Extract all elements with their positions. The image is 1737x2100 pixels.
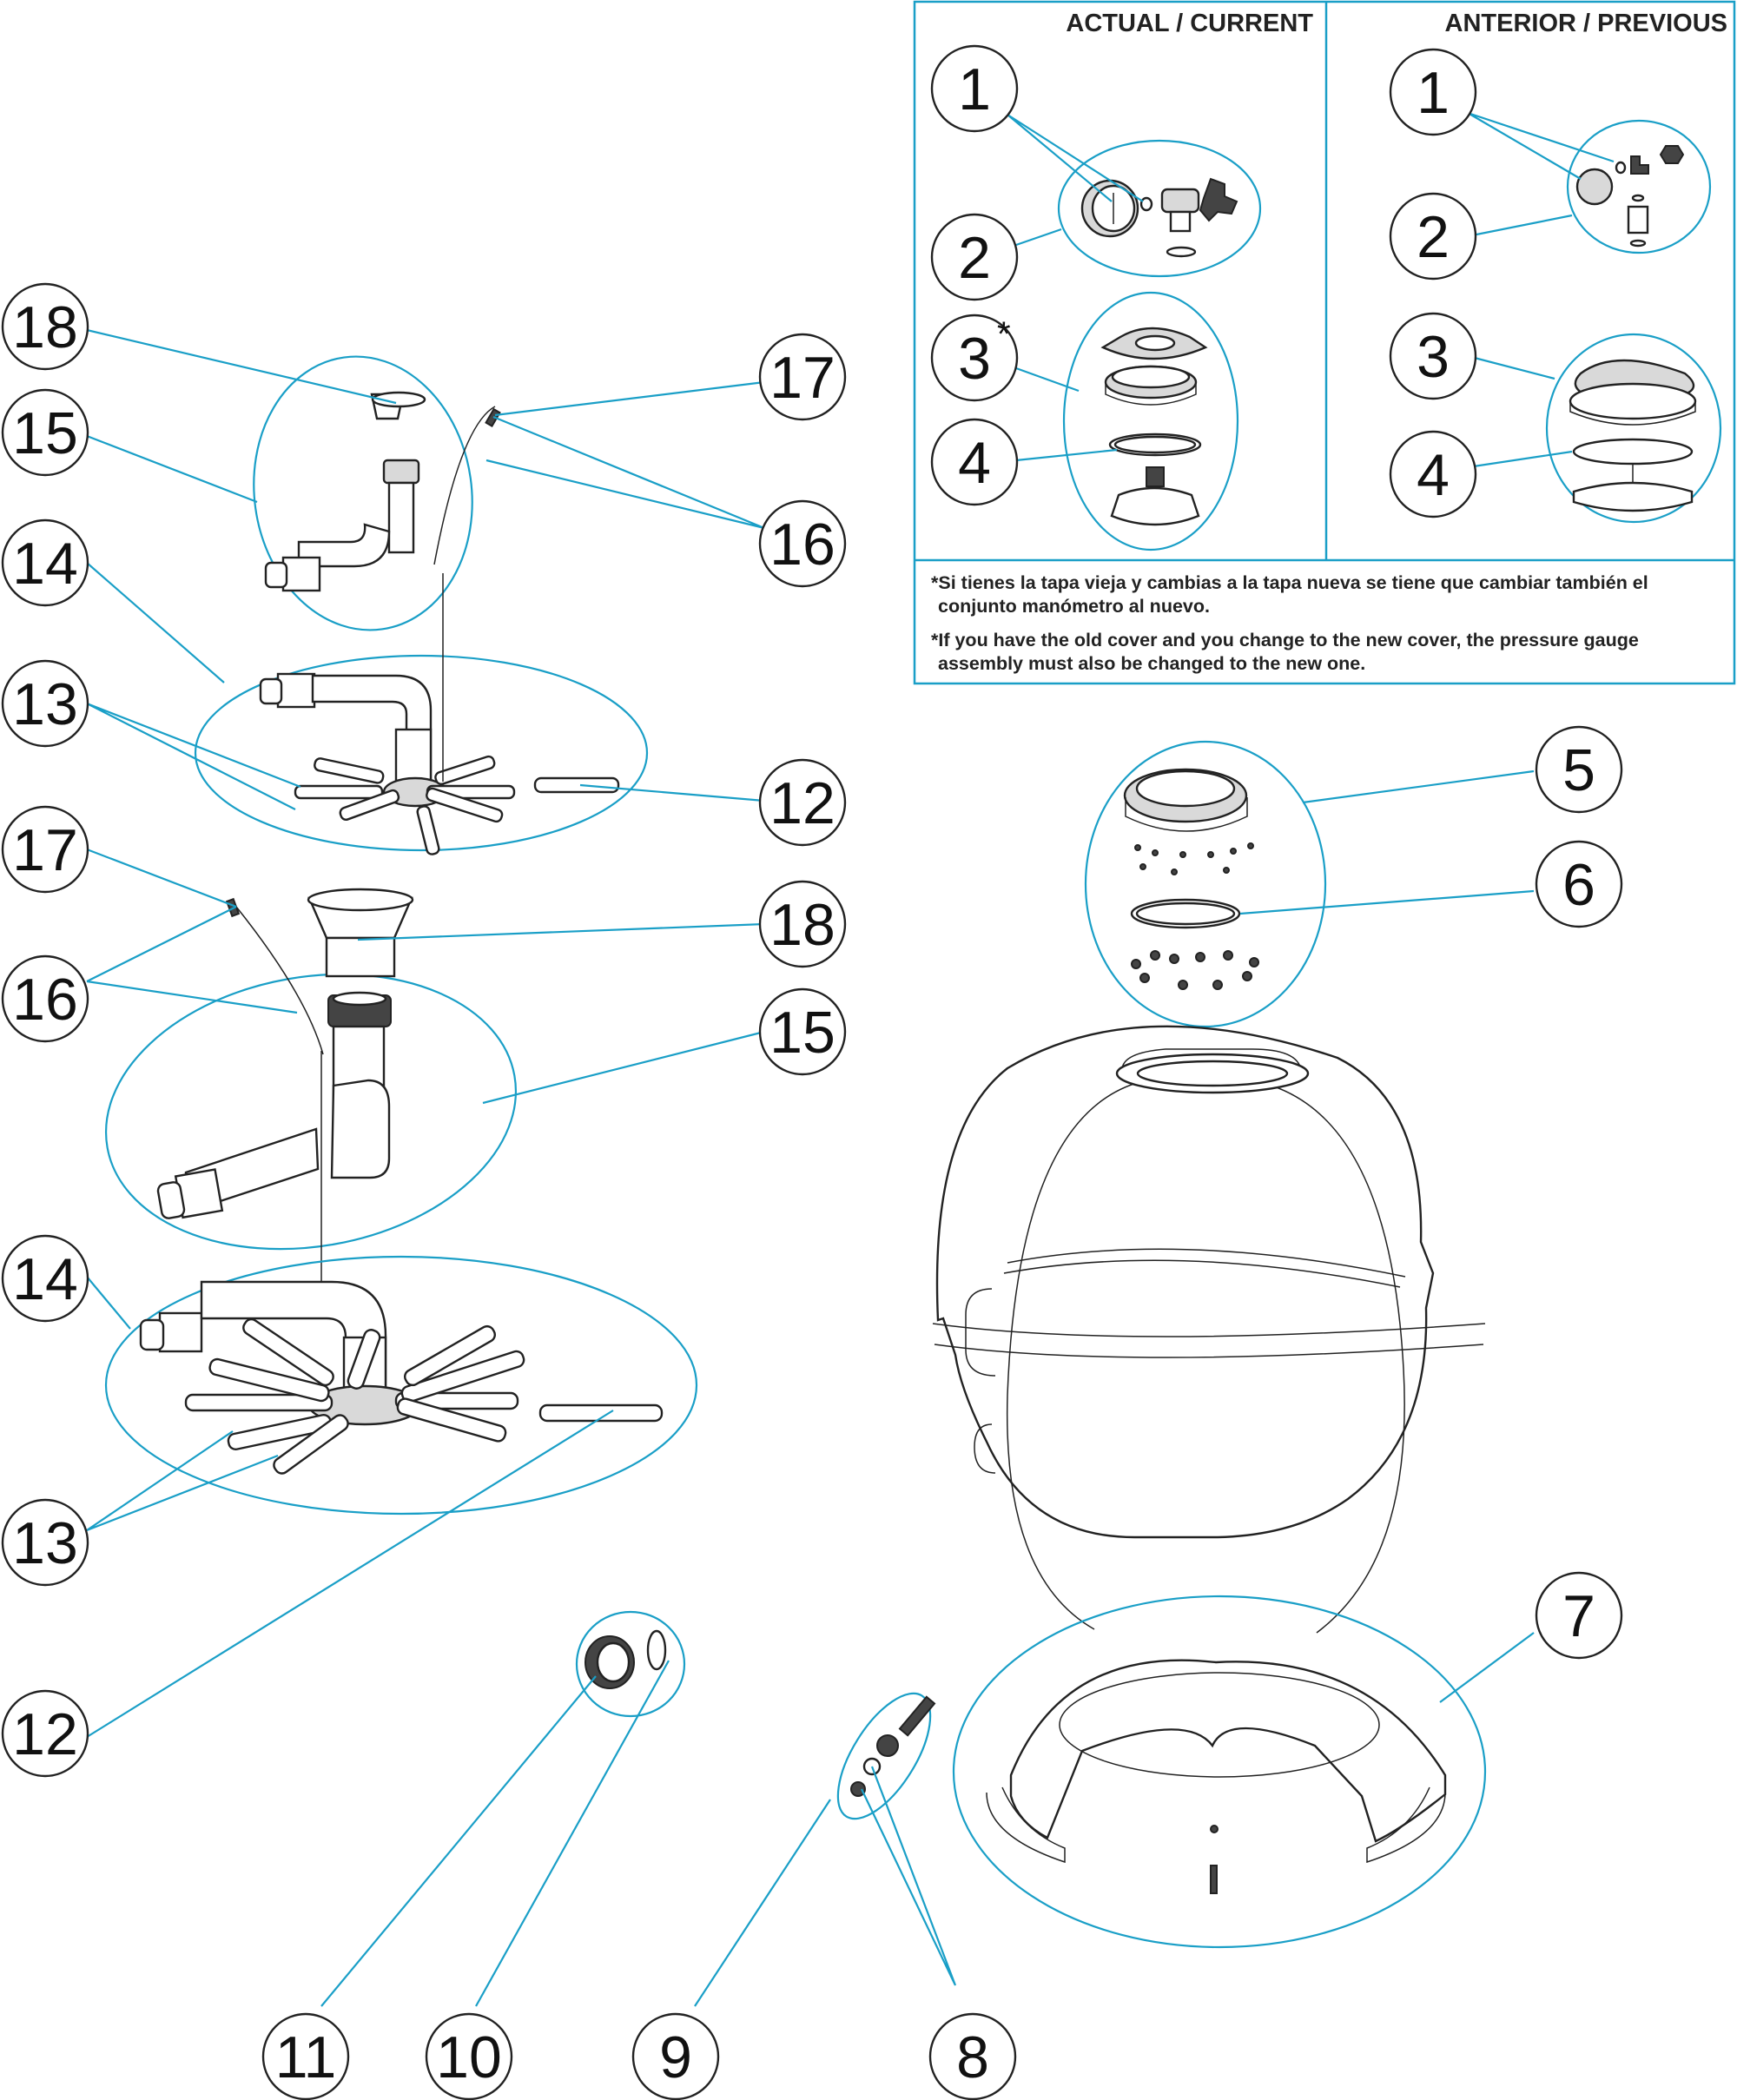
callout-18-upper: 18 <box>1 282 89 371</box>
svg-text:9: 9 <box>659 2024 692 2090</box>
svg-text:12: 12 <box>12 1701 78 1767</box>
svg-text:15: 15 <box>12 400 78 466</box>
callout-10: 10 <box>425 2012 513 2100</box>
asterisk-mark: * <box>997 315 1011 353</box>
previous-gauge-group <box>1566 119 1712 254</box>
svg-text:13: 13 <box>12 671 78 737</box>
svg-text:18: 18 <box>769 892 835 958</box>
callout-1-current: 1 <box>930 44 1019 133</box>
callout-9: 9 <box>631 2012 720 2100</box>
svg-text:3: 3 <box>1417 324 1450 390</box>
callout-2-previous: 2 <box>1389 192 1477 281</box>
svg-text:10: 10 <box>436 2024 502 2090</box>
tank-base <box>952 1595 1487 1949</box>
svg-text:7: 7 <box>1562 1583 1595 1649</box>
svg-text:1: 1 <box>1417 60 1450 126</box>
svg-text:17: 17 <box>769 345 835 411</box>
current-header: ACTUAL / CURRENT <box>1066 10 1313 37</box>
previous-cover-group <box>1545 333 1722 524</box>
callout-17-lower: 17 <box>1 805 89 894</box>
callout-16-lower: 16 <box>1 954 89 1043</box>
svg-text:14: 14 <box>12 1246 78 1312</box>
note-english-line1: *If you have the old cover and you chang… <box>931 630 1639 650</box>
callouts: 1 2 3 * 4 1 2 3 4 5 6 7 8 9 10 11 18 15 … <box>1 44 1623 2100</box>
note-spanish-line2: conjunto manómetro al nuevo. <box>938 596 1210 617</box>
svg-text:2: 2 <box>958 225 991 291</box>
callout-15-upper: 15 <box>1 388 89 477</box>
svg-text:12: 12 <box>769 770 835 836</box>
right-leaders <box>320 769 1535 2007</box>
svg-text:13: 13 <box>12 1510 78 1576</box>
callout-7: 7 <box>1535 1571 1623 1660</box>
svg-text:11: 11 <box>275 2024 337 2090</box>
upper-collector-assembly <box>194 355 649 855</box>
panel-leaders <box>1007 111 1615 469</box>
callout-11: 11 <box>261 2012 350 2100</box>
callout-6: 6 <box>1535 840 1623 928</box>
callout-18-lower: 18 <box>758 880 847 968</box>
svg-text:15: 15 <box>769 1000 835 1066</box>
callout-13-upper: 13 <box>1 659 89 748</box>
callout-3-previous: 3 <box>1389 312 1477 400</box>
svg-text:14: 14 <box>12 531 78 597</box>
callout-12-lower: 12 <box>1 1689 89 1778</box>
callout-12-upper: 12 <box>758 758 847 847</box>
svg-text:8: 8 <box>956 2024 989 2090</box>
note-spanish-line1: *Si tienes la tapa vieja y cambias a la … <box>931 572 1648 593</box>
current-gauge-group <box>1057 139 1262 278</box>
callout-15-lower: 15 <box>758 987 847 1076</box>
filter-tank-body <box>932 1025 1486 1634</box>
svg-text:2: 2 <box>1417 204 1450 270</box>
callout-2-current: 2 <box>930 213 1019 301</box>
callout-8: 8 <box>928 2012 1017 2100</box>
current-cover-group <box>1062 291 1239 551</box>
callout-14-upper: 14 <box>1 518 89 607</box>
svg-text:18: 18 <box>12 294 78 360</box>
callout-1-previous: 1 <box>1389 48 1477 136</box>
svg-text:16: 16 <box>12 967 78 1033</box>
callout-4-current: 4 <box>930 418 1019 506</box>
svg-text:4: 4 <box>958 430 991 496</box>
svg-text:17: 17 <box>12 817 78 883</box>
callout-14-lower: 14 <box>1 1234 89 1323</box>
callout-5: 5 <box>1535 725 1623 814</box>
callout-4-previous: 4 <box>1389 430 1477 518</box>
left-leaders <box>86 328 765 1738</box>
svg-text:1: 1 <box>958 56 991 122</box>
tank-top-parts <box>1084 740 1327 1028</box>
callout-16-upper: 16 <box>758 499 847 588</box>
callout-13-lower: 13 <box>1 1498 89 1587</box>
svg-text:4: 4 <box>1417 442 1450 508</box>
drain-parts <box>575 1610 936 1820</box>
callout-17-upper: 17 <box>758 333 847 421</box>
previous-header: ANTERIOR / PREVIOUS <box>1445 10 1728 37</box>
svg-text:6: 6 <box>1562 852 1595 918</box>
note-english-line2: assembly must also be changed to the new… <box>938 653 1365 674</box>
comparison-panel: ACTUAL / CURRENT ANTERIOR / PREVIOUS *Si… <box>913 0 1736 685</box>
lower-collector-assembly <box>104 888 698 1516</box>
callout-3-current: 3 * <box>930 314 1019 402</box>
svg-text:16: 16 <box>769 512 835 578</box>
svg-text:5: 5 <box>1562 737 1595 803</box>
svg-text:3: 3 <box>958 326 991 392</box>
